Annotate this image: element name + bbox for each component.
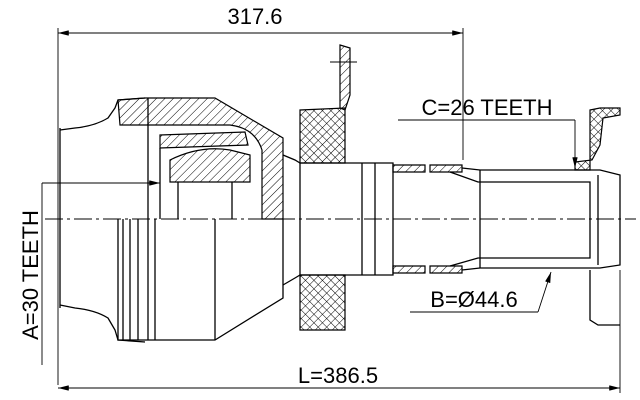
- label-c-teeth: C=26 TEETH: [421, 95, 552, 120]
- label-a-teeth: A=30 TEETH: [18, 210, 43, 340]
- dimension-lines: [41, 28, 621, 393]
- shaft: [282, 154, 621, 286]
- label-b-diameter: B=Ø44.6: [430, 287, 517, 312]
- outer-housing: [117, 97, 284, 341]
- dimension-total-length: L=386.5: [298, 363, 378, 388]
- center-bearing: [299, 44, 357, 331]
- dimension-317-6: 317.6: [227, 4, 282, 29]
- end-flange: [574, 107, 621, 326]
- boot: [59, 97, 146, 343]
